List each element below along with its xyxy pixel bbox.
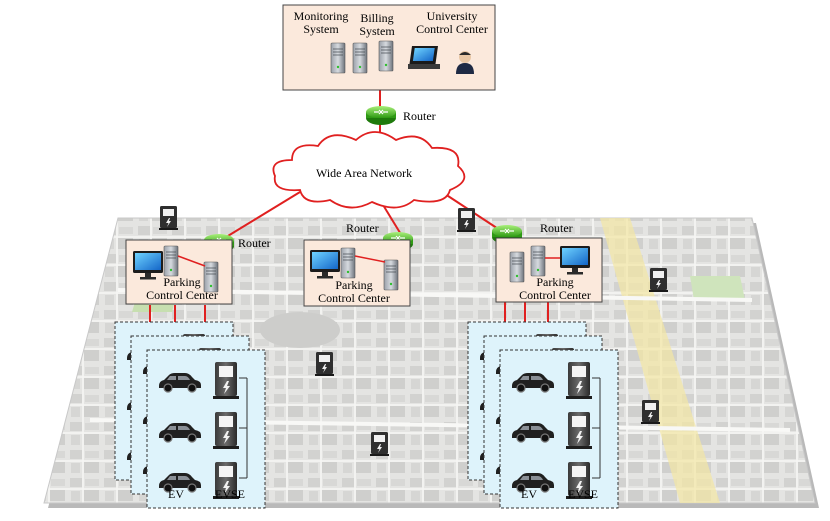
parking-label-line2: Control Center [146, 288, 218, 302]
parking-label-line2: Control Center [519, 288, 591, 302]
router-right-label: Router [540, 221, 573, 235]
router-left-label: Router [238, 236, 271, 250]
ev-label-left: EV [168, 487, 184, 501]
monitoring-system-label-line1: Monitoring [293, 9, 349, 23]
parking-center-left [125, 239, 233, 305]
parking-label-line1: Parking [335, 278, 373, 292]
parking-center-right-label: Parking Control Center [510, 276, 600, 302]
evse-charger-icon [213, 362, 239, 399]
ev-label-right: EV [521, 487, 537, 501]
router-top-icon [365, 105, 397, 126]
map-evse-icon [370, 432, 389, 456]
laptop-terminal-icon [408, 46, 440, 69]
map-evse-icon [649, 268, 668, 292]
parking-label-line1: Parking [163, 275, 201, 289]
evse-label-left: EVSE [215, 487, 245, 501]
university-control-center-box [282, 4, 496, 91]
charging-station-panel [146, 349, 266, 509]
parking-label-line1: Parking [536, 275, 574, 289]
map-evse-icon [641, 400, 660, 424]
wan-cloud-icon [272, 131, 466, 209]
charging-station-stack-right [467, 321, 619, 509]
map-evse-icon [315, 352, 334, 376]
evse-charger-icon [213, 412, 239, 449]
charging-station-stack-left [114, 321, 266, 509]
parking-center-middle-label: Parking Control Center [306, 279, 402, 305]
billing-system-label-line1: Billing [360, 11, 394, 25]
router-middle-label: Router [346, 221, 379, 235]
monitoring-system-label: Monitoring System [286, 10, 356, 36]
router-top-label: Router [403, 109, 436, 123]
monitoring-system-label-line2: System [303, 22, 339, 36]
evse-charger-icon [566, 412, 592, 449]
billing-server-icon [352, 42, 368, 74]
university-label-line2: Control Center [416, 22, 488, 36]
monitoring-server-icon [330, 42, 346, 74]
map-evse-icon [159, 206, 178, 230]
evse-label-right: EVSE [568, 487, 598, 501]
operator-person-icon [456, 51, 474, 74]
university-control-center-label: University Control Center [410, 10, 494, 36]
server-icon [378, 40, 394, 72]
parking-label-line2: Control Center [318, 291, 390, 305]
billing-system-label: Billing System [355, 12, 399, 38]
parking-center-right [495, 237, 603, 303]
parking-center-middle [303, 239, 411, 307]
billing-system-label-line2: System [359, 24, 395, 38]
charging-station-panel [499, 349, 619, 509]
university-label-line1: University [426, 9, 478, 23]
evse-charger-icon [566, 362, 592, 399]
map-evse-icon [457, 208, 476, 232]
parking-center-left-label: Parking Control Center [132, 276, 232, 302]
wan-label: Wide Area Network [316, 166, 413, 180]
